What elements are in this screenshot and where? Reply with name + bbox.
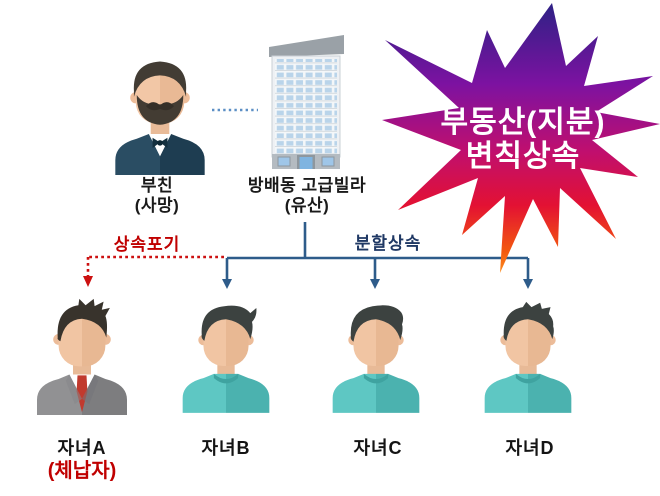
child-c-label: 자녀C [298,437,458,459]
father-label: 부친 (사망) [77,176,237,216]
father-person-icon [115,61,205,175]
child-d-name: 자녀D [505,438,555,458]
renounce-connector [86,255,224,277]
father-label-line1: 부친 [140,176,174,195]
child-a-name: 자녀A [57,438,107,458]
child-c-person-icon [332,305,420,413]
child-a-note: (체납자) [47,460,117,482]
child-a-person-icon [37,298,127,415]
burst-text-line1: 부동산(지분) [441,106,606,139]
renounce-edge-label: 상속포기 [113,235,181,254]
estate-label: 방배동 고급빌라 (유산) [227,176,387,216]
renounce-arrowhead [83,276,93,287]
burst-text-line2: 변칙상속 [466,140,580,173]
child-a-label: 자녀A (체납자) [2,437,162,483]
father-label-line2: (사망) [134,196,180,215]
estate-label-line1: 방배동 고급빌라 [247,176,367,195]
child-b-label: 자녀B [146,437,306,459]
child-c-name: 자녀C [353,438,403,458]
split-arrowheads [222,279,533,289]
split-edge-label: 분할상속 [354,234,422,253]
highrise-building-icon [269,35,344,169]
estate-label-line2: (유산) [284,196,330,215]
child-b-person-icon [182,305,270,413]
child-d-label: 자녀D [450,437,610,459]
child-b-name: 자녀B [201,438,251,458]
child-d-person-icon [484,301,572,413]
